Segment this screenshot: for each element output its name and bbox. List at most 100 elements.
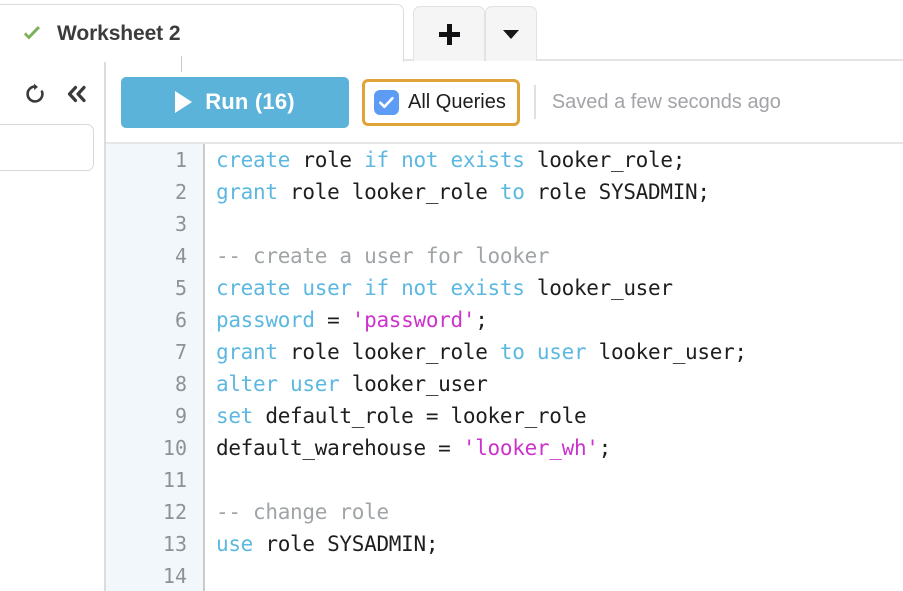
code-token: looker_role; xyxy=(524,148,686,172)
code-token: set xyxy=(216,404,254,428)
code-token: ; xyxy=(598,436,612,460)
code-text: default_warehouse = 'looker_wh'; xyxy=(216,432,611,464)
line-number: 7 xyxy=(174,340,187,364)
line-number: 14 xyxy=(162,564,187,588)
code-token: to xyxy=(499,180,525,204)
code-text: set default_role = looker_role xyxy=(216,400,587,432)
gutter-divider xyxy=(203,144,205,591)
code-line[interactable]: 9 set default_role = looker_role xyxy=(106,400,903,432)
code-token: create xyxy=(216,148,291,172)
code-line[interactable]: 13 use role SYSADMIN; xyxy=(106,528,903,560)
line-number: 13 xyxy=(162,532,187,556)
checkmark-icon xyxy=(379,96,394,108)
tab-worksheet-2[interactable]: Worksheet 2 xyxy=(0,4,404,62)
saved-status: Saved a few seconds ago xyxy=(551,90,781,113)
line-number: 9 xyxy=(174,404,187,428)
code-token: default_warehouse = xyxy=(216,436,463,460)
code-token: role xyxy=(290,148,365,172)
code-text: grant role looker_role to user looker_us… xyxy=(216,336,747,368)
code-token: default_role = looker_role xyxy=(253,404,587,428)
left-rail xyxy=(0,61,104,591)
code-token: -- create a user for looker xyxy=(216,244,550,268)
code-token: role looker_role xyxy=(277,340,500,364)
line-number: 1 xyxy=(174,148,187,172)
code-token: password xyxy=(216,308,315,332)
line-number: 11 xyxy=(162,468,187,492)
code-line[interactable]: 5 create user if not exists looker_user xyxy=(106,272,903,304)
code-line[interactable]: 7 grant role looker_role to user looker_u… xyxy=(106,336,903,368)
code-text: create user if not exists looker_user xyxy=(216,272,673,304)
code-token: looker_user xyxy=(524,276,673,300)
code-token: create user if not exists xyxy=(216,276,525,300)
line-number: 10 xyxy=(162,436,187,460)
code-token: grant xyxy=(216,180,278,204)
double-chevron-left-icon xyxy=(67,85,86,103)
left-rail-input[interactable] xyxy=(0,124,94,171)
run-button[interactable]: Run (16) xyxy=(121,76,349,128)
run-button-label: Run (16) xyxy=(205,89,295,114)
tab-text-cursor xyxy=(181,56,182,72)
green-check-icon xyxy=(23,25,41,39)
code-token: grant xyxy=(216,340,278,364)
code-token: role SYSADMIN; xyxy=(524,180,710,204)
code-line[interactable]: 12 -- change role xyxy=(106,496,903,528)
code-line[interactable]: 2 grant role looker_role to role SYSADMIN… xyxy=(106,176,903,208)
code-text: password = 'password'; xyxy=(216,304,488,336)
code-token: role SYSADMIN; xyxy=(253,532,439,556)
left-rail-divider xyxy=(104,61,106,591)
left-rail-actions xyxy=(0,73,104,115)
tab-label: Worksheet 2 xyxy=(57,21,181,45)
code-token: 'password' xyxy=(351,308,476,332)
code-line[interactable]: 1 create role if not exists looker_role; xyxy=(106,144,903,176)
toolbar-separator xyxy=(533,85,536,119)
code-token: = xyxy=(314,308,352,332)
code-line[interactable]: 4 -- create a user for looker xyxy=(106,240,903,272)
code-line[interactable]: 10 default_warehouse = 'looker_wh'; xyxy=(106,432,903,464)
line-number-gutter xyxy=(106,144,203,591)
code-text: use role SYSADMIN; xyxy=(216,528,438,560)
code-token: looker_user xyxy=(339,372,488,396)
code-token: -- change role xyxy=(216,500,389,524)
play-icon xyxy=(175,91,193,113)
code-token: ; xyxy=(475,308,488,332)
code-token: to user xyxy=(499,340,587,364)
code-line[interactable]: 3 xyxy=(106,208,903,240)
code-text: -- change role xyxy=(216,496,389,528)
code-text: create role if not exists looker_role; xyxy=(216,144,685,176)
code-token: looker_user; xyxy=(586,340,747,364)
caret-down-icon xyxy=(503,29,519,39)
refresh-button[interactable] xyxy=(21,80,49,108)
plus-icon xyxy=(438,23,460,45)
line-number: 5 xyxy=(174,276,187,300)
all-queries-toggle[interactable]: All Queries xyxy=(362,78,520,126)
code-text: alter user looker_user xyxy=(216,368,488,400)
worksheet-menu-button[interactable] xyxy=(485,6,537,61)
toolbar-underline xyxy=(106,142,903,144)
code-text: grant role looker_role to role SYSADMIN; xyxy=(216,176,710,208)
code-token: 'looker_wh' xyxy=(462,436,599,460)
code-line[interactable]: 8 alter user looker_user xyxy=(106,368,903,400)
line-number: 12 xyxy=(162,500,187,524)
tab-strip: Worksheet 2 xyxy=(0,0,903,72)
code-text: -- create a user for looker xyxy=(216,240,550,272)
line-number: 2 xyxy=(174,180,187,204)
code-token: use xyxy=(216,532,254,556)
refresh-icon xyxy=(26,83,44,103)
code-token: role looker_role xyxy=(277,180,500,204)
code-line[interactable]: 6 password = 'password'; xyxy=(106,304,903,336)
code-line[interactable]: 14 xyxy=(106,560,903,591)
all-queries-checkbox[interactable] xyxy=(374,89,399,115)
editor-toolbar: Run (16) All Queries Saved a few seconds… xyxy=(106,61,903,143)
code-line[interactable]: 11 xyxy=(106,464,903,496)
line-number: 3 xyxy=(174,212,187,236)
line-number: 6 xyxy=(174,308,187,332)
add-worksheet-button[interactable] xyxy=(413,6,485,61)
collapse-panel-button[interactable] xyxy=(63,80,91,108)
line-number: 4 xyxy=(174,244,187,268)
line-number: 8 xyxy=(174,372,187,396)
code-token: alter user xyxy=(216,372,340,396)
code-token: if not exists xyxy=(364,148,525,172)
